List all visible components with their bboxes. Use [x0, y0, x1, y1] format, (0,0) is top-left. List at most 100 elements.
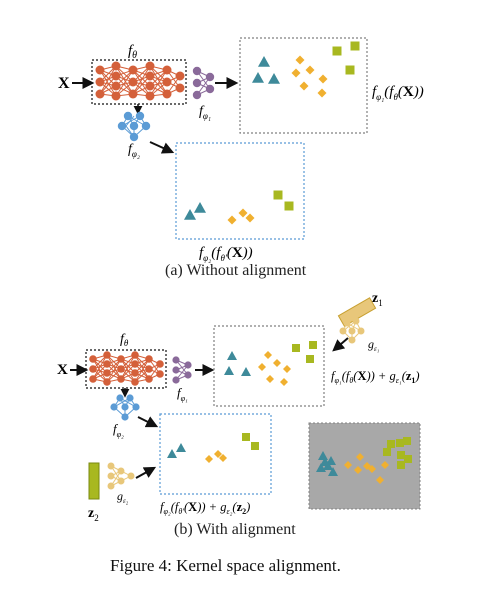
square-marker: [273, 190, 283, 200]
network-node: [156, 370, 164, 378]
g1-network: [339, 317, 365, 344]
network-node: [172, 356, 180, 364]
network-node: [126, 394, 134, 402]
network-node: [117, 121, 127, 131]
square-marker: [332, 46, 342, 56]
network-node: [184, 361, 192, 369]
network-node: [145, 375, 153, 383]
network-node: [128, 77, 138, 87]
panel-b: X fθ fφ₁ fφ₂ fφ₁(fθ(X)) + gε₁(z1) z1 gε₁…: [57, 291, 421, 523]
network-edge: [134, 358, 150, 383]
head2-arrow-a: [149, 141, 175, 154]
box1-formula-a: fφ₁(fθ(X)): [372, 84, 424, 102]
diamond-marker: [305, 65, 315, 75]
network-node: [103, 360, 111, 368]
network-edge: [115, 65, 134, 95]
square-marker: [345, 65, 355, 75]
g2-network: [107, 462, 135, 490]
triangle-marker: [241, 367, 251, 376]
network-node: [132, 403, 140, 411]
network-node: [192, 78, 202, 88]
network-edge: [149, 69, 168, 97]
triangle-marker: [320, 457, 330, 466]
network-node: [117, 375, 125, 383]
network-edge: [120, 354, 136, 380]
head1-label-a: fφ₁: [199, 104, 211, 121]
input-label-b: X: [57, 362, 68, 378]
network-node: [111, 81, 121, 91]
head2-arrow-b: [137, 416, 159, 428]
network-node: [127, 472, 135, 480]
diamond-marker: [318, 74, 328, 84]
input-label-a: X: [58, 75, 70, 92]
embedding-box1-b: [213, 325, 325, 407]
network-node: [89, 355, 97, 363]
encoder-network-a: [95, 61, 185, 101]
diamond-marker: [273, 359, 281, 367]
encoder-label-b: fθ: [120, 332, 129, 348]
diamond-marker: [344, 461, 352, 469]
triangle-marker: [176, 443, 186, 452]
network-edge: [92, 354, 108, 380]
network-node: [145, 91, 155, 101]
embedding-box2-a: [175, 142, 305, 240]
network-node: [145, 365, 153, 373]
diamond-marker: [368, 465, 376, 473]
network-node: [339, 327, 347, 335]
square-marker: [383, 448, 391, 456]
square-marker: [309, 341, 317, 349]
head1-network-b: [172, 356, 192, 384]
diamond-marker: [317, 88, 327, 98]
network-node: [103, 351, 111, 359]
network-node: [117, 467, 125, 475]
network-node: [162, 89, 172, 99]
square-marker: [387, 440, 395, 448]
network-node: [110, 403, 118, 411]
points-box1-b: [224, 341, 317, 386]
diamond-marker: [266, 375, 274, 383]
network-node: [121, 413, 129, 421]
network-node: [357, 327, 365, 335]
triangle-marker: [252, 72, 264, 83]
z1-label: z1: [372, 291, 383, 308]
network-node: [117, 477, 125, 485]
triangle-marker: [328, 467, 338, 476]
triangle-marker: [194, 202, 206, 213]
network-node: [131, 360, 139, 368]
diamond-marker: [258, 363, 266, 371]
network-node: [145, 71, 155, 81]
square-marker: [242, 433, 250, 441]
network-node: [89, 365, 97, 373]
network-node: [131, 378, 139, 386]
encoder-box-b: [85, 349, 167, 389]
caption-panel-a: (a) Without alignment: [165, 262, 307, 279]
head1-label-b: fφ₁: [177, 385, 188, 403]
network-edge: [99, 65, 117, 95]
square-marker: [284, 201, 294, 211]
network-node: [129, 121, 139, 131]
network-edge: [132, 65, 151, 95]
network-node: [145, 355, 153, 363]
network-node: [348, 327, 356, 335]
encoder-box-a: [91, 59, 187, 105]
network-node: [135, 111, 145, 121]
network-node: [121, 403, 129, 411]
network-node: [95, 89, 105, 99]
network-node: [348, 336, 356, 344]
head2-network-a: [117, 111, 151, 142]
network-node: [205, 72, 215, 82]
network-node: [192, 90, 202, 100]
network-node: [156, 360, 164, 368]
network-node: [116, 394, 124, 402]
head2-label-b: fφ₂: [113, 421, 124, 439]
points-box2-a: [184, 190, 294, 225]
network-node: [131, 369, 139, 377]
network-node: [352, 317, 360, 325]
triangle-marker: [227, 351, 237, 360]
triangle-marker: [224, 366, 234, 375]
panel-a: X fθ fφ₁ fφ₂ fφ₁(fθ(X)) fφ₂(fθ'(X)): [58, 37, 424, 263]
triangle-marker: [184, 209, 196, 220]
diamond-marker: [381, 461, 389, 469]
square-marker: [292, 344, 300, 352]
